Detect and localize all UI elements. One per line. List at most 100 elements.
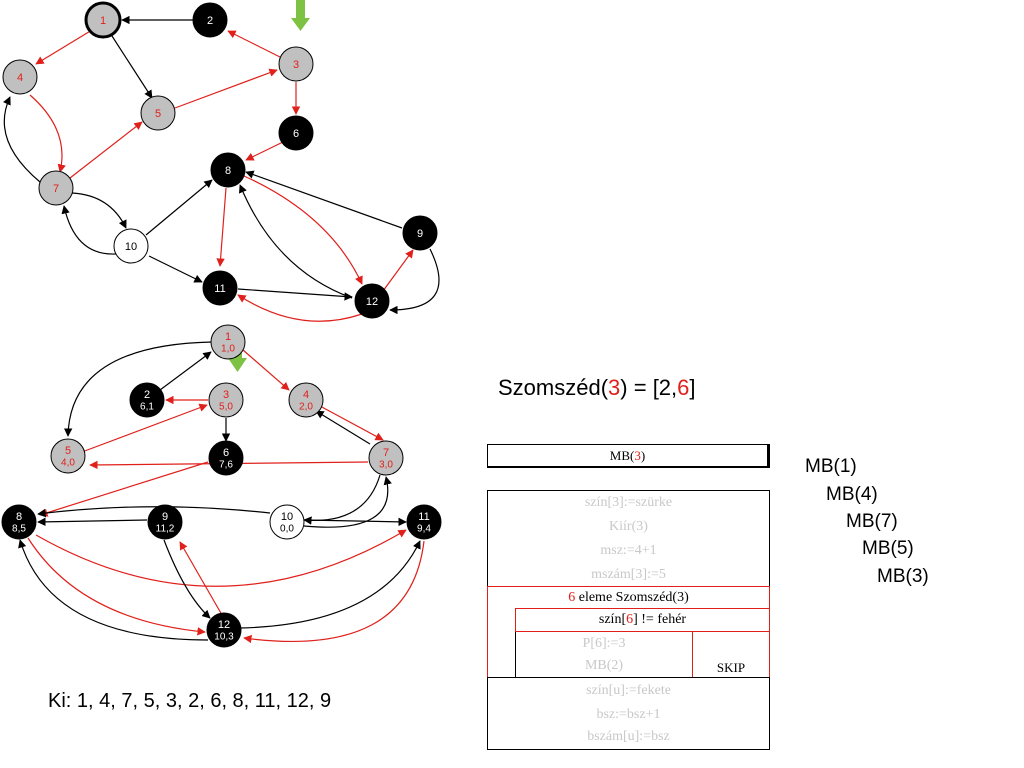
edge-7-4: [3, 96, 41, 183]
node-label: 12: [366, 296, 378, 308]
node-label: 4: [17, 72, 23, 84]
graph-node-10: [113, 228, 149, 264]
node-label: 4: [303, 389, 309, 401]
graph-node-1: [210, 324, 246, 360]
b-edge-7-10: [303, 474, 381, 525]
node-label: 11: [214, 283, 225, 295]
node-timestamps: 11,2: [156, 524, 175, 535]
node-label: 3: [223, 389, 229, 401]
loop-rest: eleme Szomszéd(3): [575, 590, 689, 605]
graph-node-6: [208, 440, 244, 476]
edge-5-3: [174, 68, 278, 109]
node-label: 1: [225, 331, 231, 343]
b-edge-12-8: [18, 539, 209, 641]
node-label: 3: [293, 59, 299, 71]
code-line-black: szín[u]:=fekete: [586, 683, 671, 698]
graph-node-3: [278, 46, 314, 82]
b-edge-8-12: [27, 537, 206, 636]
edge-8-11: [216, 187, 227, 267]
bottom-graph-edges: [18, 341, 425, 644]
node-label: 6: [293, 128, 299, 140]
b-edge-12-11: [239, 540, 421, 629]
call-stack-item: MB(4): [826, 484, 878, 505]
code-line-color-grey: szín[3]:=szürke: [584, 495, 673, 510]
code-line-bszam: bszám[u]:=bsz: [587, 729, 670, 744]
header-suffix: ): [640, 448, 646, 463]
edge-7-10: [71, 192, 127, 229]
code-line-print: Kiír(3): [609, 519, 648, 534]
bottom-graph-nodes: 11,026,135,042,054,067,673,088,5911,2100…: [1, 324, 442, 648]
graph-node-11: [406, 504, 442, 540]
edge-9-12: [389, 248, 440, 315]
edge-10-11: [148, 255, 203, 283]
node-label: 7: [53, 183, 59, 195]
graph-node-7: [368, 440, 404, 476]
b-edge-12-9: [179, 541, 223, 616]
graph-node-9: [402, 215, 438, 251]
graph-node-5: [140, 95, 176, 131]
szomszed-prefix: Szomszéd(: [498, 375, 609, 400]
header-prefix: MB(: [609, 448, 635, 463]
node-label: 2: [144, 389, 150, 401]
graph-node-10: [269, 504, 305, 540]
b-edge-6-8: [39, 461, 209, 517]
graph-node-3: [208, 382, 244, 418]
graph-node-12: [354, 283, 390, 319]
node-label: 5: [65, 445, 71, 457]
code-line-mszam: mszám[3]:=5: [591, 567, 666, 582]
node-label: 10: [125, 241, 137, 253]
divider: [487, 677, 770, 678]
node-timestamps: 4,0: [61, 458, 75, 469]
graph-node-2: [129, 382, 165, 418]
node-label: 9: [162, 511, 168, 523]
szomszed-arg: 3: [608, 375, 621, 400]
edge-1-5: [111, 35, 153, 99]
b-edge-1-4: [242, 349, 290, 391]
szomszed-mid: ) = [2,: [620, 375, 678, 400]
node-label: 6: [223, 447, 229, 459]
b-edge-5-3: [81, 403, 208, 453]
node-timestamps: 1,0: [221, 344, 235, 355]
b-edge-8-11: [35, 529, 407, 587]
node-label: 8: [225, 165, 231, 177]
code-line-bsz: bsz:=bsz+1: [596, 707, 661, 722]
cond-suffix: ] != fehér: [633, 612, 687, 627]
top-graph-edges: [3, 15, 440, 322]
b-edge-10-8: [37, 506, 271, 518]
condition-line: szín[6] != fehér: [502, 612, 783, 628]
graph-node-2: [192, 2, 228, 38]
b-edge-2-1: [159, 351, 212, 391]
cond-arg: 6: [626, 612, 634, 627]
b-edge-7-4: [315, 410, 371, 445]
graph-node-9: [147, 504, 183, 540]
edge-9-8: [245, 170, 403, 229]
node-label: 7: [383, 447, 389, 459]
graph-node-8: [210, 152, 246, 188]
b-edge-10-7: [303, 476, 392, 528]
loop-var: 6: [568, 590, 576, 605]
b-edge-9-8: [37, 517, 148, 527]
graph-node-7: [38, 170, 74, 206]
b-edge-4-7: [319, 405, 384, 441]
edge-12-9: [382, 249, 414, 292]
node-timestamps: 5,0: [219, 402, 233, 413]
node-timestamps: 10,3: [214, 632, 234, 643]
graph-node-5: [50, 438, 86, 474]
edge-12-8: [238, 184, 353, 299]
then-line-2: MB(2): [584, 658, 624, 673]
node-label: 2: [207, 15, 213, 27]
graph-node-1: [84, 1, 122, 39]
szomszed-red-item: 6: [677, 375, 690, 400]
b-edge-11-12: [243, 540, 425, 644]
node-timestamps: 2,0: [299, 402, 313, 413]
current-node-arrow-top: [291, 0, 310, 31]
output-order-text: Ki: 1, 4, 7, 5, 3, 2, 6, 8, 11, 12, 9: [48, 690, 332, 712]
node-label: 8: [16, 511, 22, 523]
call-stack-item: MB(7): [846, 511, 898, 532]
node-timestamps: 7,6: [219, 460, 233, 471]
b-edge-10-11: [303, 517, 407, 527]
procedure-header: MB(3): [487, 444, 770, 468]
node-timestamps: 8,5: [12, 524, 26, 535]
edge-8-12: [243, 175, 363, 285]
procedure-body: szín[3]:=szürke Kiír(3) msz:=4+1 mszám[3…: [487, 490, 770, 750]
